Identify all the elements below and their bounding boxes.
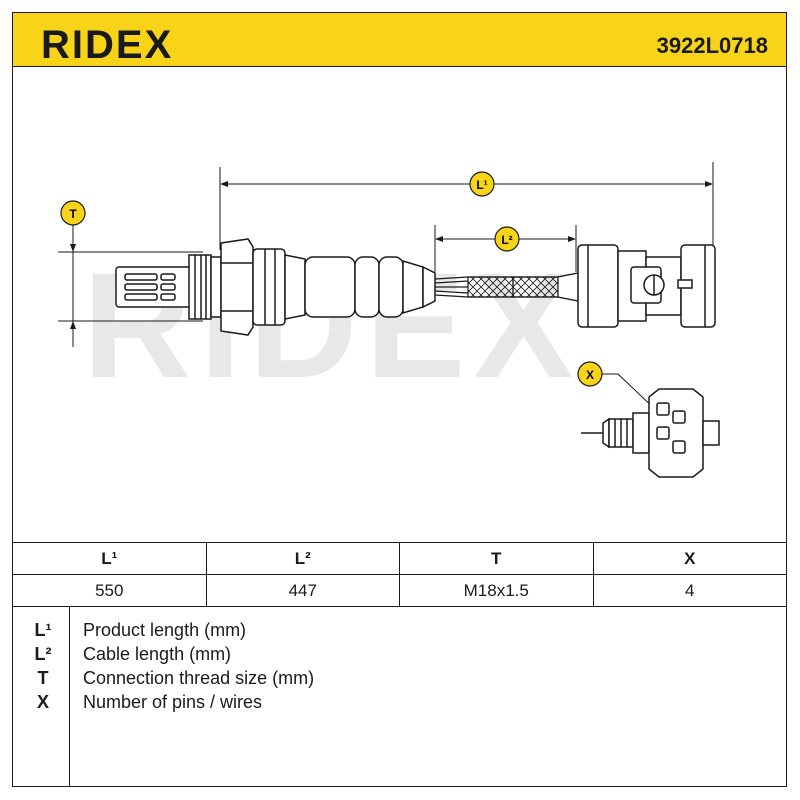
brand-logo: RIDEX <box>41 23 174 67</box>
dimension-t: T <box>58 200 203 347</box>
spec-value-row: 550 447 M18x1.5 4 <box>12 574 787 607</box>
label-l1: L¹ <box>476 178 487 192</box>
legend: L¹ Product length (mm) L² Cable length (… <box>12 607 787 787</box>
spec-header-t: T <box>399 542 594 575</box>
spec-value-l2: 447 <box>205 574 400 607</box>
spec-value-l1: 550 <box>12 574 207 607</box>
legend-text: Cable length (mm) <box>83 644 232 664</box>
legend-key: T <box>37 668 49 688</box>
legend-key: L¹ <box>34 620 52 640</box>
sensor-cable <box>434 272 579 302</box>
pin-callout: X <box>577 361 659 413</box>
dimension-l2: L² <box>434 225 577 272</box>
connector-face <box>581 388 720 478</box>
legend-divider <box>69 607 70 787</box>
legend-key: X <box>36 692 49 712</box>
part-number: 3922L0718 <box>656 33 768 58</box>
legend-key: L² <box>34 644 52 664</box>
spec-table: L¹ L² T X 550 447 M18x1.5 4 <box>12 542 787 607</box>
legend-text: Product length (mm) <box>83 620 247 640</box>
label-t: T <box>69 207 77 221</box>
connector <box>577 244 716 328</box>
oxygen-sensor <box>115 238 436 336</box>
dimension-l1: L¹ <box>219 162 714 250</box>
legend-text: Connection thread size (mm) <box>83 668 315 688</box>
legend-item: X Number of pins / wires <box>12 692 787 716</box>
label-l2: L² <box>501 233 512 247</box>
spec-value-x: 4 <box>592 574 787 607</box>
legend-item: L² Cable length (mm) <box>12 644 787 668</box>
spec-header-row: L¹ L² T X <box>12 542 787 575</box>
spec-header-l1: L¹ <box>12 542 207 575</box>
legend-item: L¹ Product length (mm) <box>12 620 787 644</box>
header-bar: RIDEX 3922L0718 <box>12 12 787 67</box>
spec-value-t: M18x1.5 <box>399 574 594 607</box>
legend-text: Number of pins / wires <box>83 692 263 712</box>
technical-drawing: RIDEX L¹ L² T <box>58 162 720 478</box>
legend-item: T Connection thread size (mm) <box>12 668 787 692</box>
label-x: X <box>586 368 594 382</box>
spec-header-x: X <box>592 542 787 575</box>
spec-header-l2: L² <box>205 542 400 575</box>
